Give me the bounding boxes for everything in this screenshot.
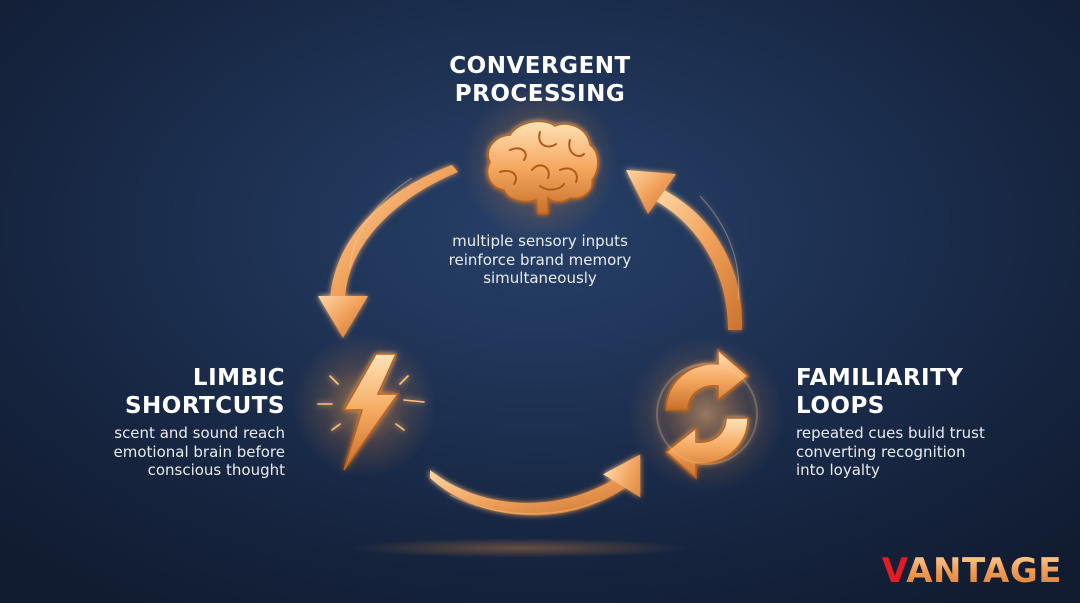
stage-description-familiarity-loops: repeated cues build trust converting rec…: [796, 424, 1046, 480]
logo-first-letter: V: [881, 551, 907, 591]
title-line: LOOPS: [796, 393, 885, 419]
arrow-left-to-right: [430, 454, 641, 516]
title-line: FAMILIARITY: [796, 365, 964, 391]
title-line: SHORTCUTS: [124, 393, 285, 419]
refresh-cycle-icon: [656, 348, 758, 480]
stage-title-familiarity-loops: FAMILIARITY LOOPS: [796, 364, 1046, 420]
floor-glow: [350, 538, 690, 558]
description-line: scent and sound reach: [114, 424, 285, 442]
logo-rest: ANTAGE: [906, 551, 1062, 591]
title-line: LIMBIC: [192, 365, 285, 391]
lightning-bolt-icon: [317, 353, 425, 471]
brain-icon: [486, 120, 599, 215]
stage-description-limbic-shortcuts: scent and sound reach emotional brain be…: [40, 424, 285, 480]
arrow-right-to-top: [626, 170, 743, 330]
description-line: conscious thought: [147, 461, 285, 479]
title-line: PROCESSING: [454, 81, 626, 107]
stage-title-limbic-shortcuts: LIMBIC SHORTCUTS: [40, 364, 285, 420]
description-line: reinforce brand memory: [448, 250, 632, 269]
vantage-logo: VANTAGE: [882, 551, 1062, 591]
description-line: emotional brain before: [113, 442, 285, 461]
description-line: repeated cues build trust: [796, 424, 985, 442]
description-line: into loyalty: [796, 461, 880, 479]
description-line: multiple sensory inputs: [452, 232, 628, 250]
description-line: simultaneously: [483, 269, 597, 287]
title-line: CONVERGENT: [449, 53, 631, 79]
stage-description-convergent-processing: multiple sensory inputs reinforce brand …: [390, 232, 690, 288]
arrow-top-to-left: [318, 165, 458, 338]
description-line: converting recognition: [796, 442, 966, 461]
cycle-glow: [628, 336, 784, 492]
stage-title-convergent-processing: CONVERGENT PROCESSING: [390, 52, 690, 108]
